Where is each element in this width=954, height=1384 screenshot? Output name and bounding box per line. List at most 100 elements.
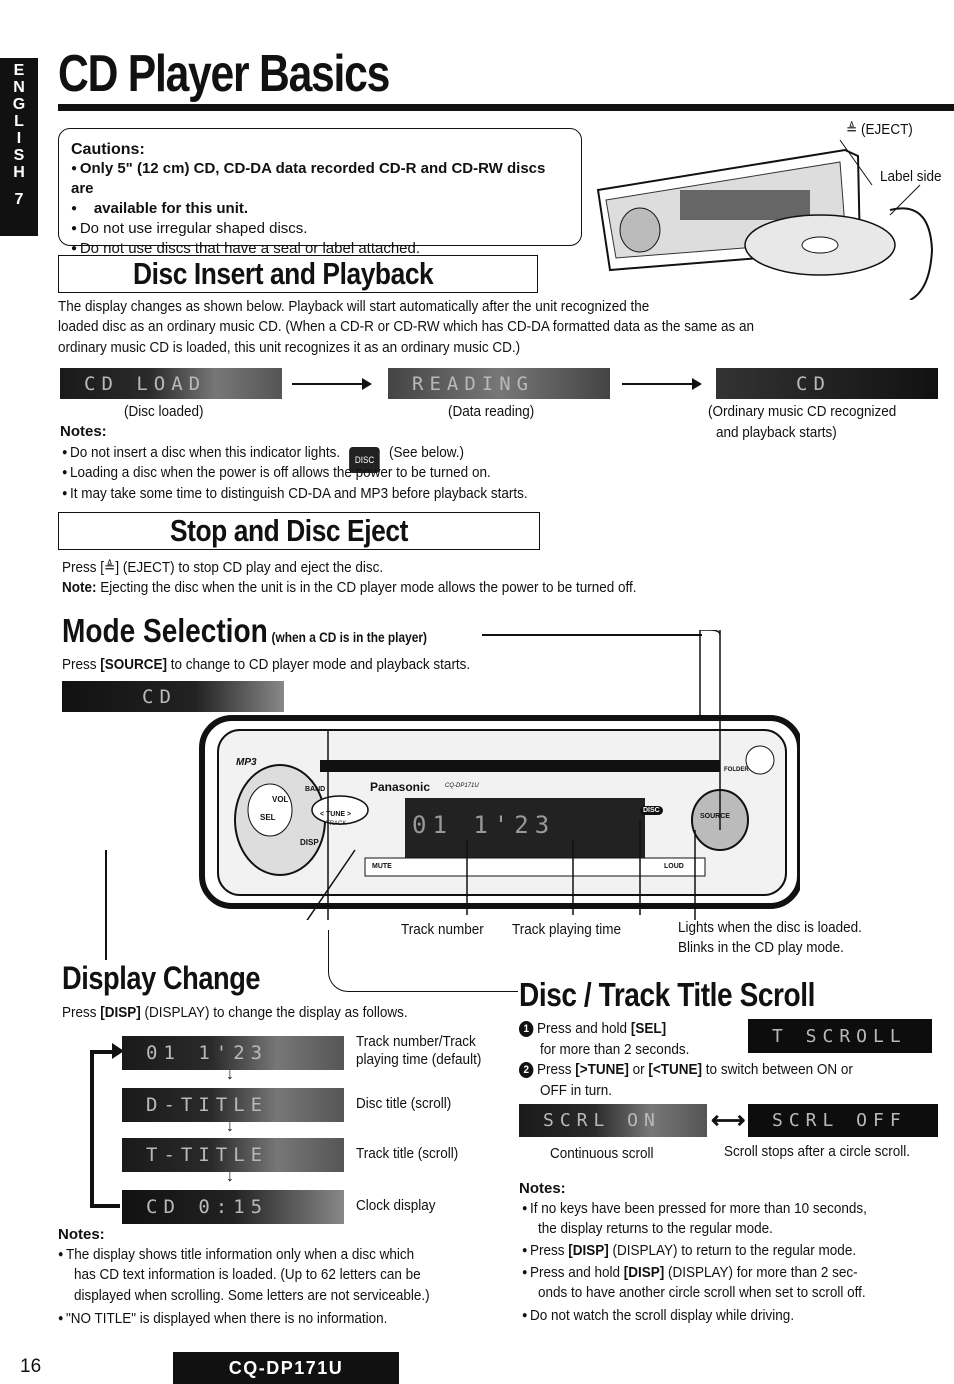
- text: or: [632, 1061, 645, 1078]
- note-item-cont: the display returns to the regular mode.: [538, 1220, 773, 1237]
- cycle-arrow-icon: [112, 1043, 124, 1059]
- lcd-t-scroll: T SCROLL: [748, 1019, 932, 1053]
- caption-lights: Lights when the disc is loaded.: [678, 919, 862, 936]
- cycle-bracket: [90, 1050, 120, 1208]
- notes-heading: Notes:: [519, 1180, 566, 1197]
- caption-scroll-stops: Scroll stops after a circle scroll.: [724, 1143, 911, 1160]
- tab-letter: I: [16, 130, 22, 147]
- lcd-data-reading: READING: [388, 368, 610, 399]
- caution-item-cont: available for this unit.: [71, 199, 569, 219]
- note-item: The display shows title information only…: [58, 1244, 414, 1265]
- note-item: If no keys have been pressed for more th…: [522, 1198, 867, 1219]
- text: (DISPLAY) to change the display as follo…: [144, 1004, 408, 1021]
- text: Press and hold: [537, 1020, 628, 1037]
- display-row-label: Track title (scroll): [356, 1145, 459, 1162]
- label-side-text: Label side: [880, 168, 942, 185]
- cautions-heading: Cautions:: [71, 141, 145, 158]
- lcd-cd: CD: [716, 368, 938, 399]
- vol-knob-label[interactable]: VOL: [272, 795, 289, 804]
- text: to change to CD player mode and playback…: [170, 656, 471, 673]
- tab-letter: N: [13, 79, 25, 96]
- text: Press: [62, 1004, 97, 1021]
- text: Press: [529, 1242, 565, 1259]
- model-label: CQ-DP171U: [445, 783, 479, 789]
- text: (DISPLAY) for more than 2 sec-: [668, 1264, 858, 1281]
- stop-eject-box: [58, 512, 540, 550]
- note-item: Press and hold [DISP] (DISPLAY) for more…: [522, 1262, 858, 1283]
- disc-insert-title: Disc Insert and Playback: [133, 256, 434, 291]
- caption-track-time: Track playing time: [512, 921, 622, 938]
- display-row-label: Disc title (scroll): [356, 1095, 452, 1112]
- display-row-label: Clock display: [356, 1197, 436, 1214]
- unit-lcd: 01 1'23: [412, 811, 556, 839]
- step-number-icon: 2: [519, 1062, 534, 1078]
- lcd-disc-loaded: CD LOAD: [60, 368, 282, 399]
- scroll-step-2-cont: OFF in turn.: [540, 1082, 613, 1099]
- sel-button[interactable]: SEL: [260, 813, 276, 822]
- stop-eject-title: Stop and Disc Eject: [170, 513, 408, 548]
- text: Press: [62, 656, 97, 673]
- source-button[interactable]: SOURCE: [700, 813, 730, 820]
- notes-heading: Notes:: [60, 423, 107, 440]
- disc-insert-para-1: The display changes as shown below. Play…: [58, 298, 650, 315]
- disc-indicator: DISC: [640, 806, 663, 815]
- arrow-down-icon: ↓: [226, 1066, 234, 1083]
- step-number-icon: 1: [519, 1021, 534, 1037]
- note-text: (See below.): [388, 444, 465, 461]
- tab-letter: S: [13, 147, 25, 164]
- caption-disc-loaded: (Disc loaded): [124, 403, 204, 420]
- caption-continuous: Continuous scroll: [550, 1145, 654, 1162]
- band-button[interactable]: BAND: [305, 786, 326, 793]
- display-row-label: Track number/Track: [356, 1033, 476, 1050]
- lcd-scroll-on: SCRL ON: [519, 1104, 707, 1137]
- mode-selection-subtitle: (when a CD is in the player): [271, 629, 427, 645]
- double-arrow-icon: ⟷: [711, 1107, 746, 1134]
- key-label: [>TUNE]: [575, 1061, 629, 1078]
- display-change-para: Press [DISP] (DISPLAY) to change the dis…: [62, 1003, 408, 1024]
- track-label: TRACK: [326, 821, 347, 827]
- language-tab: E N G L I S H 7: [0, 58, 38, 236]
- key-label: [SOURCE]: [100, 656, 168, 673]
- folder-button[interactable]: FOLDER: [724, 767, 749, 773]
- page-title: CD Player Basics: [58, 45, 390, 103]
- mode-selection-para: Press [SOURCE] to change to CD player mo…: [62, 655, 470, 676]
- stop-eject-para: Press [≜] (EJECT) to stop CD play and ej…: [62, 559, 384, 576]
- note-item-cont: displayed when scrolling. Some letters a…: [74, 1287, 430, 1304]
- disp-button[interactable]: DISP: [300, 838, 319, 847]
- caution-item: Only 5" (12 cm) CD, CD-DA data recorded …: [71, 159, 569, 199]
- footer-model: CQ-DP171U: [173, 1352, 399, 1384]
- key-label: [DISP]: [623, 1264, 665, 1281]
- lcd-mode-cd: CD: [62, 681, 284, 712]
- text: Press: [537, 1061, 572, 1078]
- note-label: Note:: [62, 579, 97, 596]
- text: to switch between ON or: [705, 1061, 853, 1078]
- mode-selection-heading: Mode Selection (when a CD is in the play…: [62, 612, 427, 650]
- caption-blinks: Blinks in the CD play mode.: [678, 939, 844, 956]
- tune-button[interactable]: < TUNE >: [320, 811, 352, 818]
- key-label: [SEL]: [630, 1020, 667, 1037]
- page-number: 16: [20, 1356, 42, 1377]
- cautions-box: Cautions: Only 5" (12 cm) CD, CD-DA data…: [58, 128, 582, 257]
- note-item: Loading a disc when the power is off all…: [62, 462, 491, 483]
- disc-insert-illustration: [596, 139, 934, 300]
- disc-insert-para-3: ordinary music CD is loaded, this unit r…: [58, 339, 521, 356]
- note-item: Press [DISP] (DISPLAY) to return to the …: [522, 1240, 856, 1261]
- tab-letter: L: [14, 113, 24, 130]
- note-item-cont: has CD text information is loaded. (Up t…: [74, 1266, 421, 1283]
- tab-letter: G: [12, 96, 26, 113]
- disc-insert-box: [58, 255, 538, 293]
- display-row-label: playing time (default): [356, 1051, 482, 1068]
- disc-insert-para-2: loaded disc as an ordinary music CD. (Wh…: [58, 318, 755, 335]
- note-text: Do not insert a disc when this indicator…: [69, 444, 341, 461]
- mode-selection-title: Mode Selection: [62, 612, 268, 649]
- loud-button[interactable]: LOUD: [664, 863, 684, 870]
- tab-letter: E: [13, 62, 25, 79]
- display-change-title: Display Change: [62, 960, 261, 996]
- caption-playback-starts: and playback starts): [716, 424, 837, 441]
- stop-eject-note: Note: Ejecting the disc when the unit is…: [62, 578, 637, 599]
- caption-data-reading: (Data reading): [448, 403, 535, 420]
- mute-button[interactable]: MUTE: [372, 863, 392, 870]
- note-text: Ejecting the disc when the unit is in th…: [100, 579, 637, 596]
